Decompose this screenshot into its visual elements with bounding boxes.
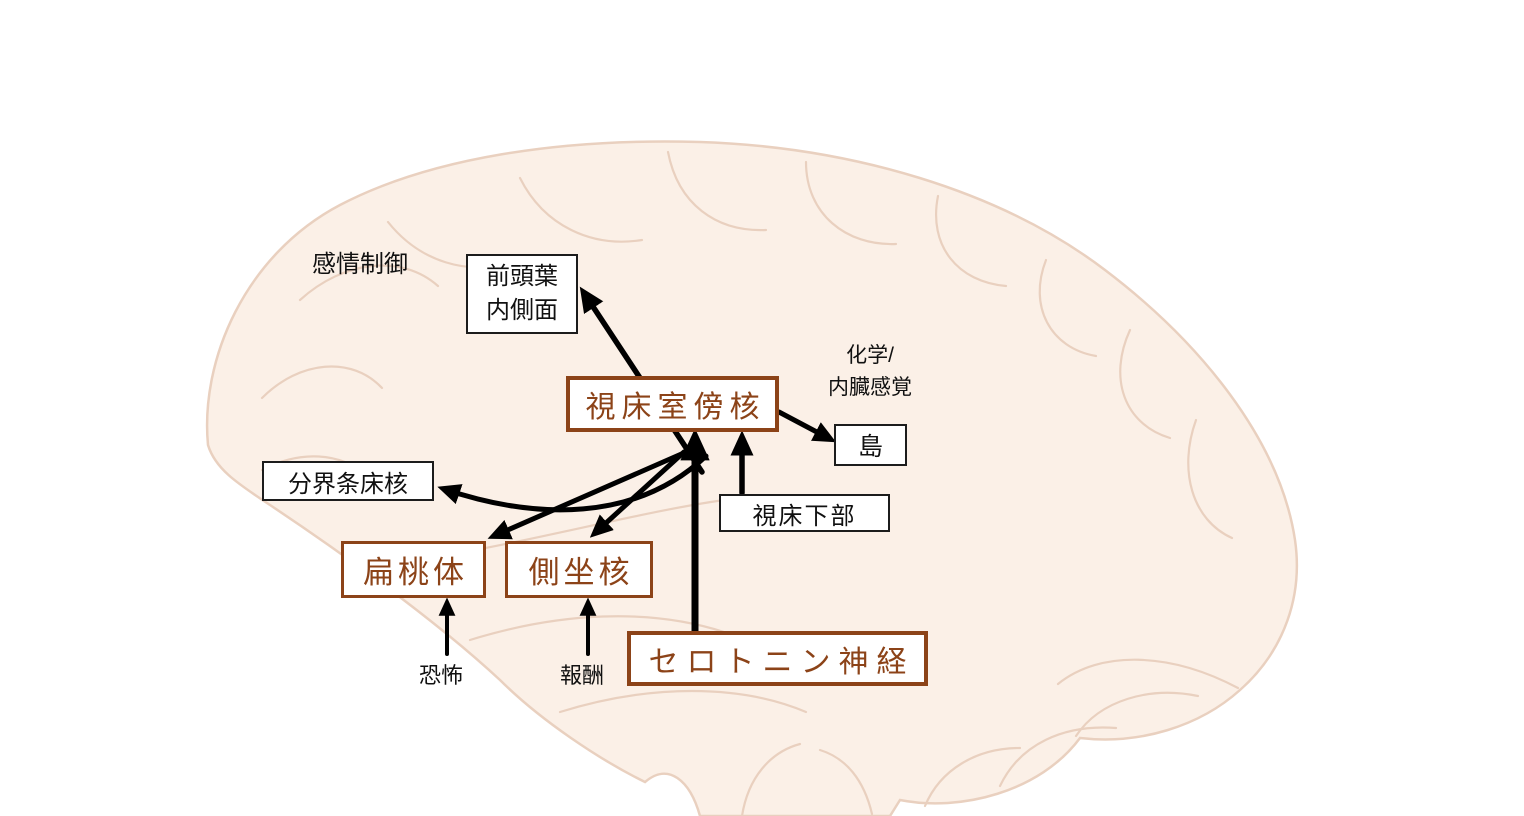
label-text: 報酬 xyxy=(560,663,605,688)
arrow-pvt-to-bnst xyxy=(437,453,709,513)
arrow-pvt-to-accumbens xyxy=(589,449,687,538)
node-insula: 島 xyxy=(834,424,907,466)
label-chemical-visceral: 化学/ 内臓感覚 xyxy=(806,340,934,404)
node-bnst: 分界条床核 xyxy=(262,461,434,501)
label-text: 恐怖 xyxy=(419,663,464,688)
node-label: 内側面 xyxy=(486,297,558,324)
label-fear: 恐怖 xyxy=(419,658,463,690)
label-reward: 報酬 xyxy=(560,658,604,690)
node-label: セロトニン神経 xyxy=(648,645,915,679)
node-serotonin-neuron: セロトニン神経 xyxy=(627,631,928,686)
node-label: 視床下部 xyxy=(752,502,857,530)
node-paraventricular-thalamus: 視床室傍核 xyxy=(566,376,779,432)
node-nucleus-accumbens: 側坐核 xyxy=(505,541,653,598)
node-label: 扁桃体 xyxy=(363,555,468,590)
arrow-pvt-to-amygdala xyxy=(487,449,689,540)
label-emotion-control: 感情制御 xyxy=(312,244,408,279)
label-text: 感情制御 xyxy=(312,251,408,278)
node-hypothalamus: 視床下部 xyxy=(719,494,890,532)
node-label: 側坐核 xyxy=(528,555,634,590)
label-text: 内臓感覚 xyxy=(828,376,912,399)
node-label: 分界条床核 xyxy=(288,470,408,498)
arrow-pvt-to-insula xyxy=(776,409,837,443)
node-label: 島 xyxy=(857,433,883,461)
node-frontal-lobe-medial: 前頭葉 内側面 xyxy=(466,254,578,334)
label-text: 化学/ xyxy=(846,344,894,367)
node-label: 視床室傍核 xyxy=(585,391,766,424)
node-label: 前頭葉 xyxy=(486,263,558,290)
node-amygdala: 扁桃体 xyxy=(341,541,486,598)
